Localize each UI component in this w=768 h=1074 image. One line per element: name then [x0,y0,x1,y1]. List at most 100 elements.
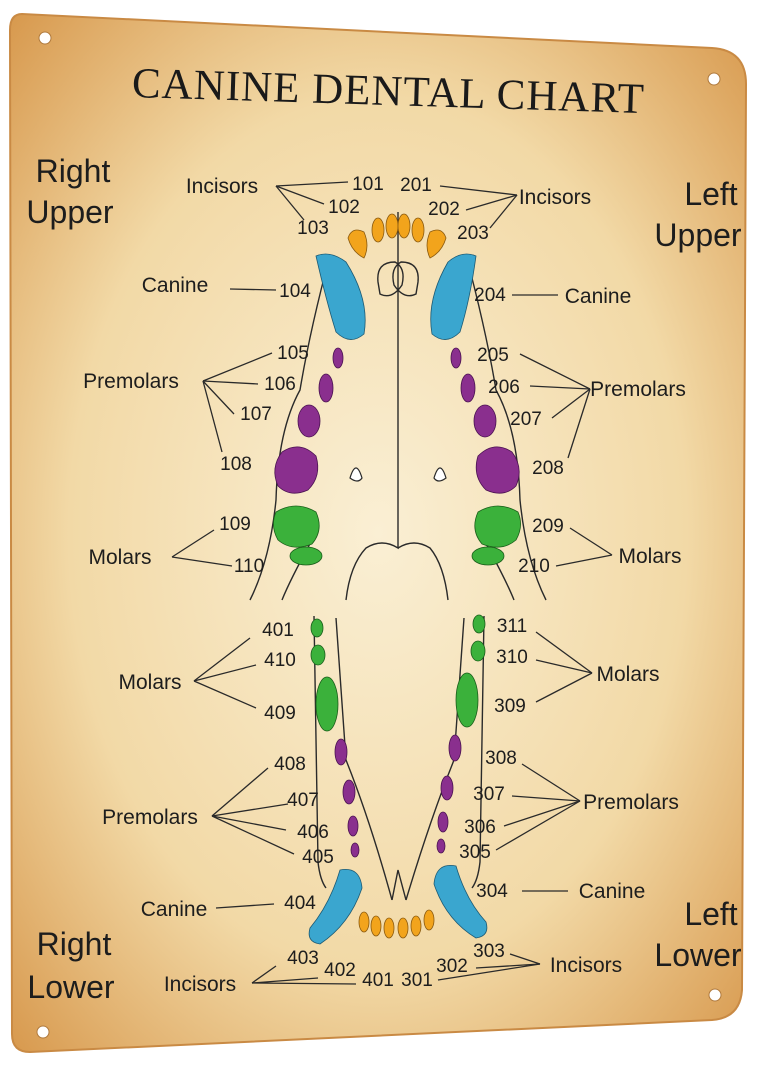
tooth-number-204: 204 [474,285,506,306]
tooth-110 [289,546,323,566]
tooth-106 [318,373,334,403]
label-molars-left-lower: Molars [596,663,659,686]
tooth-number-201: 201 [400,175,432,196]
tooth-404 [308,869,363,945]
lower-premolars [334,734,462,858]
tooth-number-101: 101 [352,174,384,195]
tooth-number-103: 103 [297,218,329,239]
quadrant-right-upper-line1: Right [36,153,111,189]
label-premolars-right-upper: Premolars [83,370,179,393]
tooth-206 [460,373,476,403]
upper-premolars [274,347,520,494]
tooth-number-202: 202 [428,199,460,220]
mount-hole-bottom-right [708,988,722,1002]
tooth-104 [315,253,366,340]
tooth-210 [471,546,505,566]
tooth-number-109: 109 [219,514,251,535]
label-molars-left-upper: Molars [618,545,681,568]
tooth-401 [383,917,395,939]
tooth-number-108: 108 [220,454,252,475]
tooth-number-110: 110 [234,556,264,577]
tooth-409 [315,676,339,732]
tooth-209 [474,505,521,548]
tooth-number-303: 303 [473,941,505,962]
tooth-109 [273,505,320,548]
label-molars-right-lower: Molars [118,671,181,694]
tooth-number-104: 104 [279,281,311,302]
label-incisors-right-upper: Incisors [186,175,258,198]
tooth-number-210: 210 [518,556,550,577]
tooth-207 [473,404,497,438]
tooth-number-308: 308 [485,748,517,769]
upper-jaw-outline [249,212,547,601]
tooth-number-102: 102 [328,197,360,218]
tooth-103 [347,229,368,259]
tooth-number-310: 310 [496,647,528,668]
tooth-408 [334,738,348,766]
quadrant-left-lower-line1: Left [684,896,737,932]
label-premolars-left-lower: Premolars [583,791,679,814]
mount-hole-top-left [38,31,52,45]
leader-lines [171,181,613,985]
quadrant-right-lower-line2: Lower [27,969,115,1005]
tooth-304 [433,865,488,939]
tooth-201 [397,213,411,239]
tooth-number-107: 107 [240,404,272,425]
tooth-403 [358,911,370,933]
sign-plate [8,12,748,1054]
tooth-number-309: 309 [494,696,526,717]
label-molars-right-upper: Molars [88,546,151,569]
tooth-306 [437,811,449,833]
tooth-number-408: 408 [274,754,306,775]
label-incisors-left-upper: Incisors [519,186,591,209]
label-premolars-right-lower: Premolars [102,806,198,829]
tooth-303 [423,909,435,931]
quadrant-left-lower-line2: Lower [654,937,742,973]
tooth-number-401: 401 [362,970,394,991]
tooth-407 [342,779,356,805]
upper-incisors [347,213,447,259]
lower-jaw-outline [313,615,485,901]
tooth-number-306: 306 [464,817,496,838]
tooth-number-106: 106 [264,374,296,395]
quadrant-left-upper-line2: Upper [654,217,742,253]
tooth-number-206: 206 [488,377,520,398]
tooth-number-404: 404 [284,893,316,914]
tooth-108 [274,446,319,494]
tooth-410 [310,644,326,666]
tooth-310 [470,640,486,662]
label-canine-left-upper: Canine [565,285,632,308]
tooth-number-403: 403 [287,948,319,969]
tooth-number-305: 305 [459,842,491,863]
tooth-number-401-molar: 401 [262,620,294,641]
tooth-204 [430,253,477,340]
label-incisors-left-lower: Incisors [550,954,622,977]
upper-canines [315,253,477,340]
quadrant-right-lower-line1: Right [37,926,112,962]
quadrant-right-upper-line2: Upper [26,194,114,230]
tooth-number-407: 407 [287,790,319,811]
tooth-number-208: 208 [532,458,564,479]
tooth-number-304: 304 [476,881,508,902]
tooth-102 [371,217,385,243]
label-canine-right-lower: Canine [141,898,208,921]
quadrant-left-upper-line1: Left [684,176,737,212]
tooth-number-209: 209 [532,516,564,537]
tooth-305 [436,838,446,854]
tooth-311 [472,614,486,634]
tooth-405 [350,842,360,858]
tooth-number-410: 410 [264,650,296,671]
tooth-number-307: 307 [473,784,505,805]
tooth-302 [410,915,422,937]
tooth-number-402: 402 [324,960,356,981]
tooth-number-311: 311 [497,616,527,637]
tooth-number-409: 409 [264,703,296,724]
tooth-number-301: 301 [401,970,433,991]
mount-hole-bottom-left [36,1025,50,1039]
tooth-107 [297,404,321,438]
label-canine-right-upper: Canine [142,274,209,297]
tooth-101 [385,213,399,239]
tooth-308 [448,734,462,762]
tooth-number-405: 405 [302,847,334,868]
